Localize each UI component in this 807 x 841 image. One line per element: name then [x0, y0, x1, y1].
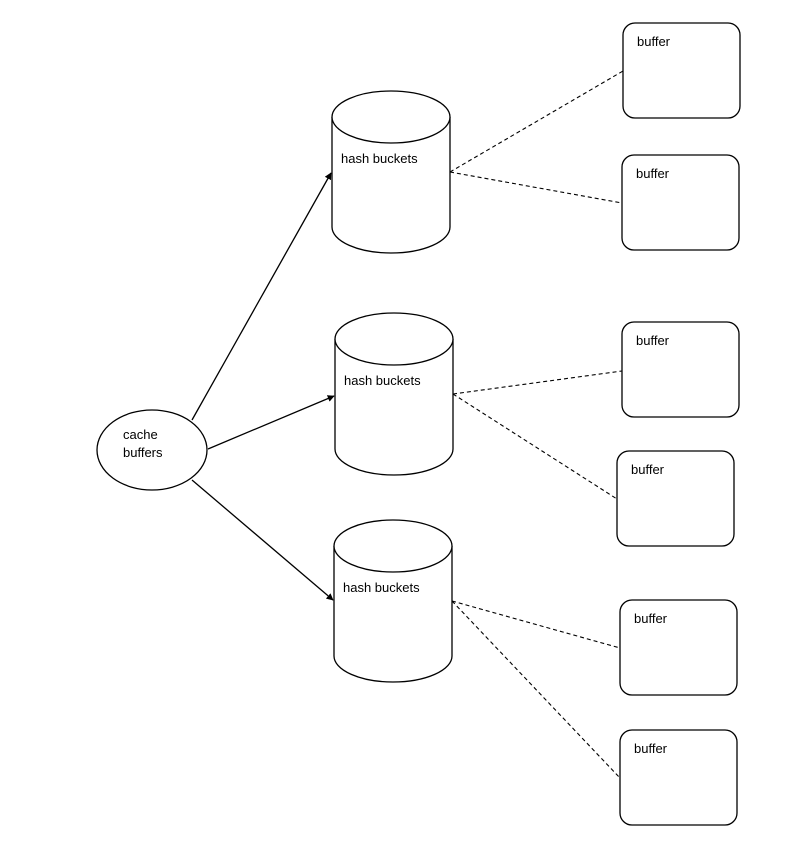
arrow-to-hash-buckets-1	[191, 172, 332, 421]
cache-buffers-label-line1: cache	[123, 427, 158, 442]
buffer-box-3: buffer	[621, 321, 740, 418]
hash-buckets-cylinder-3: hash buckets	[333, 519, 453, 683]
cache-buffers-ellipse	[96, 409, 208, 491]
buffer-label-1: buffer	[637, 34, 671, 49]
buffer-label-2: buffer	[636, 166, 670, 181]
hash-buckets-label-2: hash buckets	[344, 373, 421, 388]
arrow-to-hash-buckets-2	[207, 395, 335, 450]
buffer-box-4: buffer	[616, 450, 735, 547]
buffer-label-6: buffer	[634, 741, 668, 756]
hash-buckets-cylinder-1: hash buckets	[331, 90, 451, 254]
cache-buffers-label-line2: buffers	[123, 445, 163, 460]
buffer-box-2: buffer	[621, 154, 740, 251]
cache-buffers-node: cache buffers	[96, 409, 208, 491]
link-hash-1-buffer-1	[449, 70, 624, 173]
link-hash-1-buffer-2	[449, 171, 623, 204]
arrow-to-hash-buckets-3	[191, 479, 334, 601]
buffer-label-5: buffer	[634, 611, 668, 626]
buffer-box-1: buffer	[622, 22, 741, 119]
buffer-box-6: buffer	[619, 729, 738, 826]
link-hash-2-buffer-4	[452, 393, 618, 500]
hash-buckets-cylinder-2: hash buckets	[334, 312, 454, 476]
hash-buckets-label-3: hash buckets	[343, 580, 420, 595]
buffer-label-3: buffer	[636, 333, 670, 348]
buffer-label-4: buffer	[631, 462, 665, 477]
link-hash-3-buffer-5	[451, 600, 621, 649]
buffer-box-5: buffer	[619, 599, 738, 696]
link-hash-3-buffer-6	[451, 600, 621, 779]
hash-buckets-label-1: hash buckets	[341, 151, 418, 166]
link-hash-2-buffer-3	[452, 370, 623, 395]
